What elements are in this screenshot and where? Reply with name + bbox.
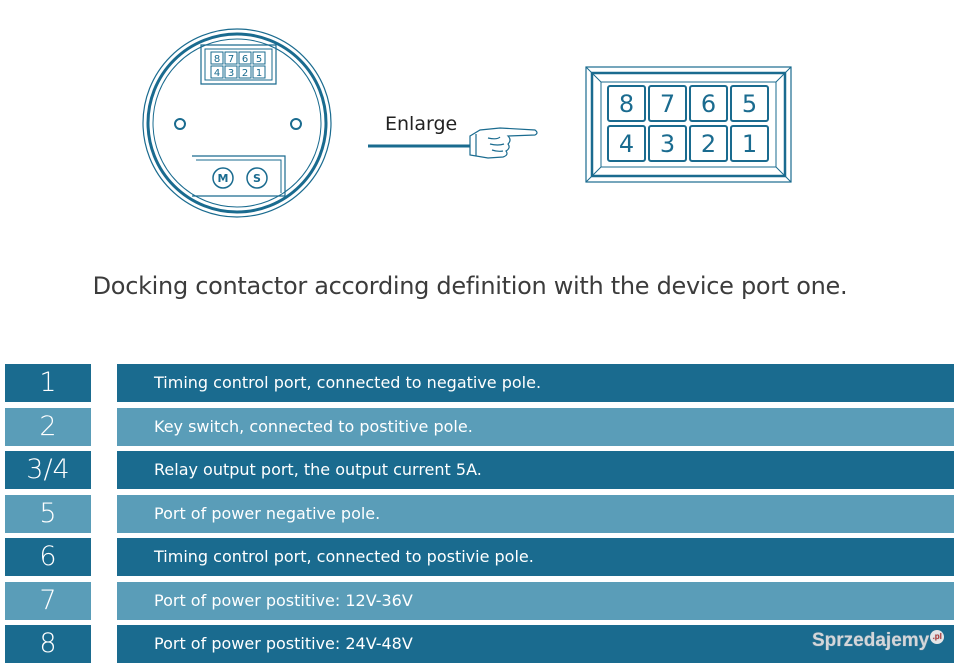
pin-description: Port of power postitive: 12V-36V [117, 581, 954, 620]
small-pin [210, 51, 224, 65]
small-pin [210, 65, 224, 79]
pin-number: 3/4 [5, 451, 91, 489]
watermark: Sprzedajemy.pl [812, 630, 945, 652]
table-row: 7 Port of power postitive: 12V-36V [0, 581, 960, 620]
small-pin [238, 51, 252, 65]
large-pin [607, 125, 646, 162]
pin-number: 7 [5, 581, 91, 620]
pin-description: Key switch, connected to postitive pole. [117, 407, 954, 446]
large-pin-label: 6 [701, 90, 716, 118]
large-pin [730, 85, 769, 122]
large-connector-housing [585, 66, 792, 183]
mounting-hole-left [174, 118, 186, 130]
pin-description: Relay output port, the output current 5A… [117, 451, 954, 489]
large-pin [689, 125, 728, 162]
pin-description: Timing control port, connected to postiv… [117, 538, 954, 576]
switch-s [246, 167, 268, 189]
large-pin-label: 5 [742, 90, 757, 118]
pin-number: 2 [5, 407, 91, 446]
pointing-hand-icon [469, 127, 538, 159]
switch-label: M [218, 172, 229, 185]
pin-number: 5 [5, 494, 91, 533]
pin-number: 1 [5, 364, 91, 402]
large-pin [648, 85, 687, 122]
pin-number: 6 [5, 538, 91, 576]
switch-label: S [253, 172, 261, 185]
large-pin-label: 8 [619, 90, 634, 118]
small-pin-label: 7 [228, 54, 234, 65]
table-row: 2 Key switch, connected to postitive pole… [0, 407, 960, 446]
small-pin-label: 4 [214, 68, 220, 79]
table-row: 8 Port of power postitive: 24V-48V [0, 625, 960, 663]
switch-m [212, 167, 234, 189]
pin-description: Timing control port, connected to negati… [117, 364, 954, 402]
small-pin [252, 51, 266, 65]
small-pin [224, 65, 238, 79]
small-pin-label: 5 [256, 54, 262, 65]
pin-description: Port of power negative pole. [117, 494, 954, 533]
large-pin [607, 85, 646, 122]
small-pin-label: 8 [214, 54, 220, 65]
enlarge-label: Enlarge [385, 113, 457, 135]
table-row: 1 Timing control port, connected to negat… [0, 364, 960, 402]
large-pin-label: 7 [660, 90, 675, 118]
mounting-hole-right [290, 118, 302, 130]
small-pin [252, 65, 266, 79]
large-pin [689, 85, 728, 122]
table-row: 3/4 Relay output port, the output current… [0, 451, 960, 489]
large-pin [648, 125, 687, 162]
small-pin-label: 3 [228, 68, 234, 79]
pin-number: 8 [5, 625, 91, 663]
device-back-view [142, 28, 332, 218]
large-pin-label: 2 [701, 130, 716, 158]
large-pin [730, 125, 769, 162]
small-pin [224, 51, 238, 65]
table-row: 6 Timing control port, connected to posti… [0, 538, 960, 576]
small-pin-label: 1 [256, 68, 262, 79]
pin-description: Port of power postitive: 24V-48V [117, 625, 954, 663]
large-pin-label: 4 [619, 130, 634, 158]
table-row: 5 Port of power negative pole. [0, 494, 960, 533]
small-pin-label: 2 [242, 68, 248, 79]
caption: Docking contactor according definition w… [92, 272, 848, 300]
small-pin-label: 6 [242, 54, 248, 65]
large-pin-label: 1 [742, 130, 757, 158]
large-pin-label: 3 [660, 130, 675, 158]
small-pin [238, 65, 252, 79]
